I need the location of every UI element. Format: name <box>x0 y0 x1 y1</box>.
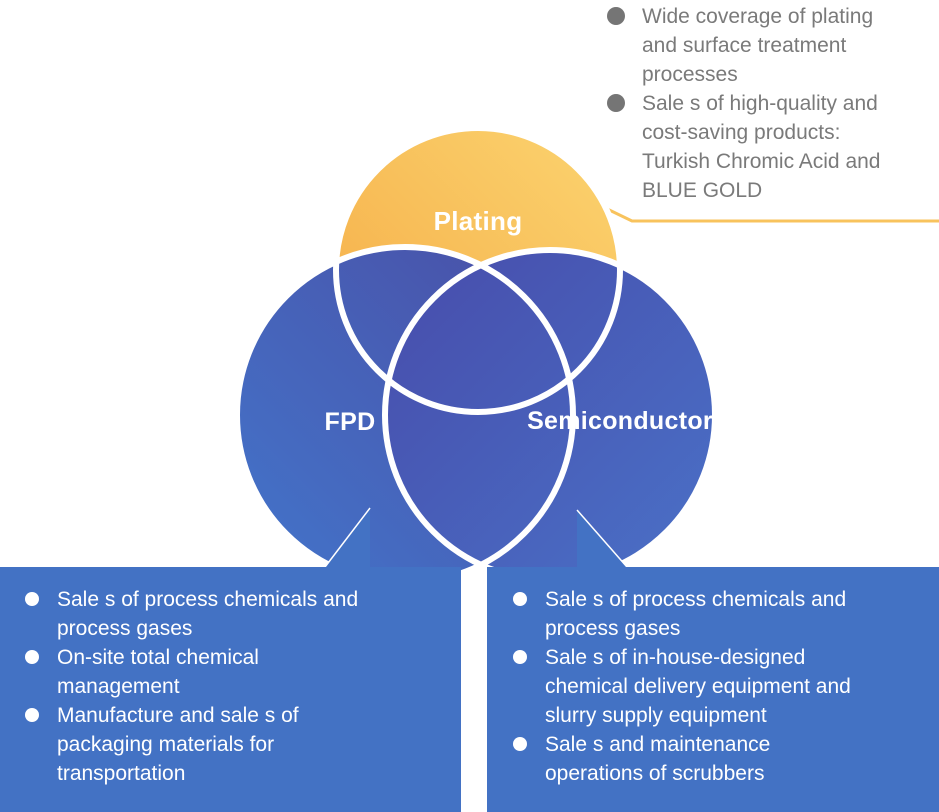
fpd-callout-box: Sale s of process chemicals and process … <box>0 567 461 812</box>
bullet-icon <box>513 737 527 751</box>
list-item: Sale s of process chemicals and process … <box>25 585 453 643</box>
list-item: Sale s and maintenance operations of scr… <box>513 730 931 788</box>
fpd-callout-tail-edge <box>324 507 371 568</box>
circle-label-plating: Plating <box>433 206 523 236</box>
semiconductor-callout-box: Sale s of process chemicals and process … <box>487 567 939 812</box>
bullet-icon <box>513 592 527 606</box>
bullet-icon <box>513 650 527 664</box>
fpd-bullet-text: Sale s of process chemicals and process … <box>57 588 359 640</box>
plating-bullet-text: Wide coverage of plating and surface tre… <box>642 5 874 86</box>
plating-callout-text: Wide coverage of plating and surface tre… <box>601 0 939 205</box>
plating-circle-outline <box>333 125 623 415</box>
bullet-icon <box>607 7 625 25</box>
semiconductor-bullet-text: Sale s of in-house-designed chemical del… <box>545 646 851 727</box>
circle-label-fpd: FPD <box>324 408 376 436</box>
plating-callout-line <box>600 204 939 223</box>
fpd-bullet-text: Manufacture and sale s of packaging mate… <box>57 704 299 785</box>
fpd-bullet-text: On-site total chemical management <box>57 646 259 698</box>
bullet-icon <box>25 708 39 722</box>
list-item: Wide coverage of plating and surface tre… <box>601 2 939 89</box>
bullet-icon <box>607 94 625 112</box>
bullet-icon <box>25 592 39 606</box>
semiconductor-bullet-text: Sale s and maintenance operations of scr… <box>545 733 771 785</box>
list-item: Sale s of process chemicals and process … <box>513 585 931 643</box>
semiconductor-circle <box>385 250 715 580</box>
list-item: Sale s of in-house-designed chemical del… <box>513 643 931 730</box>
list-item: Sale s of high-quality and cost-saving p… <box>601 89 939 205</box>
circle-label-semiconductor: Semiconductor <box>527 407 713 435</box>
list-item: Manufacture and sale s of packaging mate… <box>25 701 453 788</box>
bullet-icon <box>25 650 39 664</box>
semiconductor-callout-tail-edge <box>576 509 628 568</box>
semiconductor-bullet-text: Sale s of process chemicals and process … <box>545 588 847 640</box>
list-item: On-site total chemical management <box>25 643 453 701</box>
plating-bullet-text: Sale s of high-quality and cost-saving p… <box>642 92 881 202</box>
